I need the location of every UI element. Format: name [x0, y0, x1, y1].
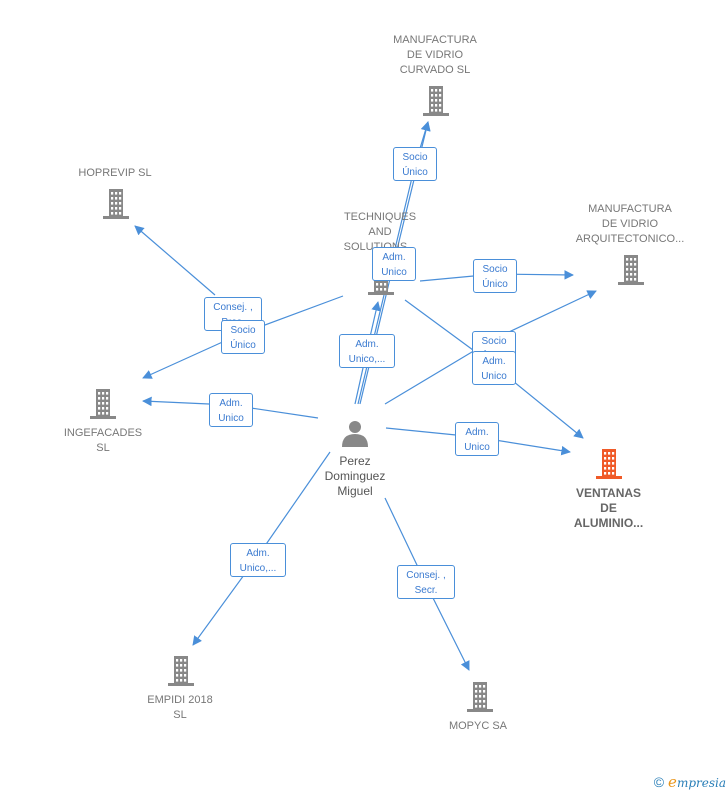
brand-name: mpresia [676, 776, 726, 790]
relation-label[interactable]: Adm. Unico [455, 422, 499, 456]
building-icon[interactable] [423, 86, 449, 116]
relation-label[interactable]: Consej. , Secr. [397, 565, 455, 599]
building-icon[interactable] [168, 656, 194, 686]
relation-label[interactable]: Socio Único [393, 147, 437, 181]
building-icon[interactable] [596, 449, 622, 479]
brand-initial: e [668, 773, 677, 791]
company-label[interactable]: INGEFACADES SL [63, 427, 143, 454]
relation-edge [134, 225, 216, 296]
company-label[interactable]: MANUFACTURA DE VIDRIO CURVADO SL [393, 34, 477, 76]
company-label[interactable]: EMPIDI 2018 SL [147, 694, 213, 721]
building-icon[interactable] [618, 255, 644, 285]
relation-label[interactable]: Socio Único [473, 259, 517, 293]
company-label[interactable]: HOPREVIP SL [78, 167, 152, 179]
footer-brand: ©empresia [654, 773, 726, 791]
company-label[interactable]: MANUFACTURA DE VIDRIO ARQUITECTONICO... [575, 203, 685, 245]
company-label[interactable]: VENTANAS DE ALUMINIO... [573, 486, 644, 530]
relation-label[interactable]: Adm. Unico [472, 351, 516, 385]
building-icon[interactable] [103, 189, 129, 219]
relation-label[interactable]: Adm. Unico,... [230, 543, 286, 577]
relation-label[interactable]: Adm. Unico [372, 247, 416, 281]
company-label[interactable]: MOPYC SA [448, 720, 508, 732]
copyright-symbol: © [653, 774, 665, 790]
person-label[interactable]: Perez Dominguez Miguel [324, 454, 386, 498]
relation-label[interactable]: Adm. Unico,... [339, 334, 395, 368]
person-icon[interactable] [342, 421, 368, 447]
relation-label[interactable]: Adm. Unico [209, 393, 253, 427]
building-icon[interactable] [90, 389, 116, 419]
building-icon[interactable] [467, 682, 493, 712]
relation-label[interactable]: Socio Único [221, 320, 265, 354]
